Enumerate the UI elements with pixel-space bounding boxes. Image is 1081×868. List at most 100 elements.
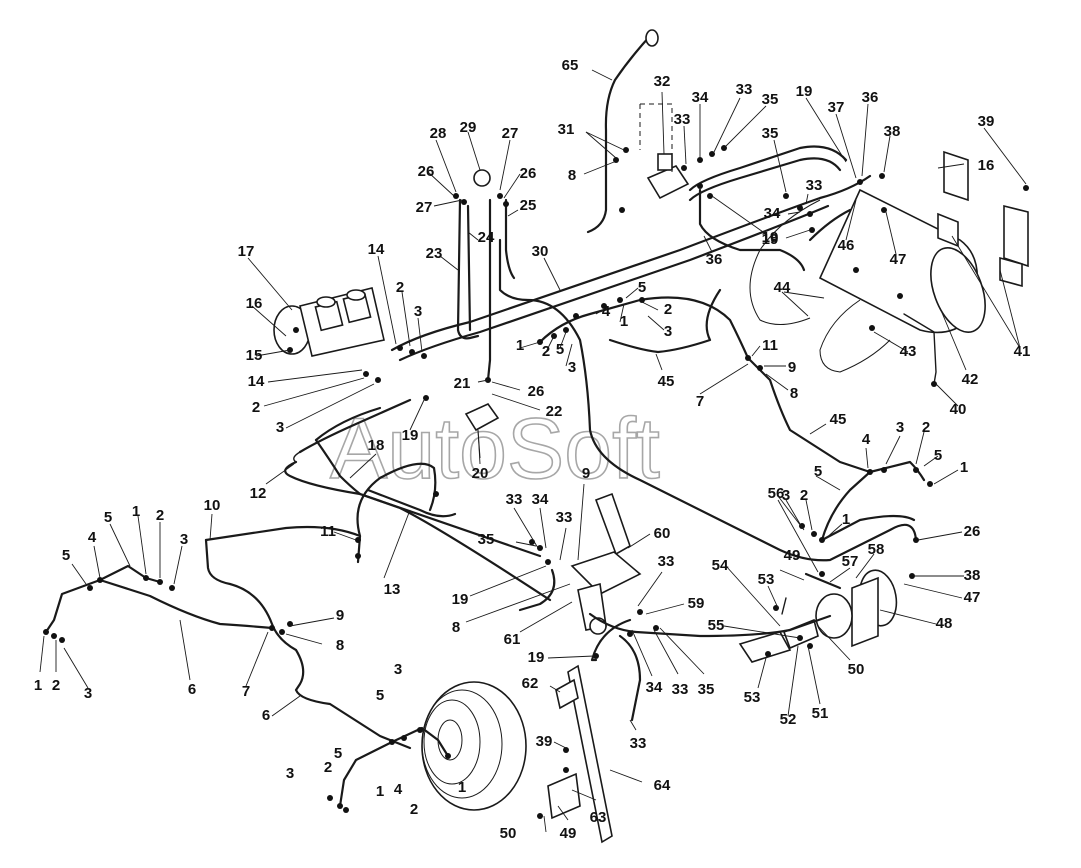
callout-19: 19	[402, 427, 419, 444]
brake-lines	[44, 145, 937, 808]
callout-36: 36	[706, 251, 723, 268]
callout-4: 4	[602, 303, 611, 320]
callout-6: 6	[262, 707, 270, 724]
callout-39: 39	[978, 113, 995, 130]
callout-23: 23	[426, 245, 443, 262]
callout-33: 33	[736, 81, 753, 98]
callout-14: 14	[248, 373, 265, 390]
callout-55: 55	[708, 617, 725, 634]
callout-2: 2	[52, 677, 60, 694]
callout-5: 5	[934, 447, 942, 464]
callout-47: 47	[890, 251, 907, 268]
callout-2: 2	[396, 279, 404, 296]
callout-3: 3	[286, 765, 294, 782]
callout-8: 8	[336, 637, 344, 654]
callout-49: 49	[560, 825, 577, 842]
callout-4: 4	[88, 529, 97, 546]
callout-43: 43	[900, 343, 917, 360]
callout-38: 38	[884, 123, 901, 140]
callout-53: 53	[744, 689, 761, 706]
leader-lines	[39, 69, 1027, 833]
compressor-32	[639, 103, 690, 200]
callout-5: 5	[62, 547, 70, 564]
callout-21: 21	[454, 375, 471, 392]
callout-5: 5	[556, 341, 564, 358]
callout-62: 62	[522, 675, 539, 692]
callout-2: 2	[542, 343, 550, 360]
callout-25: 25	[520, 197, 537, 214]
parking-lever	[547, 664, 613, 844]
callout-50: 50	[500, 825, 517, 842]
callout-34: 34	[646, 679, 663, 696]
callout-16: 16	[978, 157, 995, 174]
callout-33: 33	[658, 553, 675, 570]
callout-2: 2	[922, 419, 930, 436]
callout-12: 12	[250, 485, 267, 502]
callout-51: 51	[812, 705, 829, 722]
callout-26: 26	[964, 523, 981, 540]
callout-34: 34	[692, 89, 709, 106]
callout-38: 38	[964, 567, 981, 584]
callout-27: 27	[416, 199, 433, 216]
callout-3: 3	[568, 359, 576, 376]
callout-2: 2	[410, 801, 418, 818]
callout-19: 19	[762, 229, 779, 246]
callouts: 1 2 3 5 4 5 1 2 3 6 10 7 6 9 8 11 12 13 …	[34, 57, 1031, 842]
callout-63: 63	[590, 809, 607, 826]
callout-10: 10	[204, 497, 221, 514]
callout-1: 1	[960, 459, 968, 476]
callout-9: 9	[582, 465, 590, 482]
callout-35: 35	[478, 531, 495, 548]
callout-58: 58	[868, 541, 885, 558]
callout-34: 34	[764, 205, 781, 222]
callout-6: 6	[188, 681, 196, 698]
callout-33: 33	[672, 681, 689, 698]
callout-3: 3	[180, 531, 188, 548]
callout-16: 16	[246, 295, 263, 312]
handle-65	[586, 29, 659, 234]
callout-2: 2	[324, 759, 332, 776]
callout-42: 42	[962, 371, 979, 388]
callout-5: 5	[638, 279, 646, 296]
callout-59: 59	[688, 595, 705, 612]
callout-8: 8	[452, 619, 460, 636]
callout-26: 26	[528, 383, 545, 400]
components	[273, 29, 1029, 844]
callout-9: 9	[788, 359, 796, 376]
valve-52	[738, 618, 819, 663]
callout-45: 45	[658, 373, 675, 390]
callout-29: 29	[460, 119, 477, 136]
callout-34: 34	[532, 491, 549, 508]
callout-9: 9	[336, 607, 344, 624]
callout-35: 35	[762, 125, 779, 142]
callout-15: 15	[246, 347, 263, 364]
callout-3: 3	[394, 661, 402, 678]
callout-32: 32	[654, 73, 671, 90]
callout-54: 54	[712, 557, 729, 574]
fittings	[43, 145, 1029, 819]
callout-53: 53	[758, 571, 775, 588]
callout-1: 1	[842, 511, 850, 528]
callout-1: 1	[516, 337, 524, 354]
callout-2: 2	[664, 301, 672, 318]
callout-5: 5	[104, 509, 112, 526]
callout-2: 2	[800, 487, 808, 504]
callout-1: 1	[458, 779, 466, 796]
callout-24: 24	[478, 229, 495, 246]
callout-19: 19	[452, 591, 469, 608]
callout-64: 64	[654, 777, 671, 794]
callout-1: 1	[132, 503, 140, 520]
callout-3: 3	[414, 303, 422, 320]
wheel	[421, 681, 527, 811]
callout-60: 60	[654, 525, 671, 542]
callout-5: 5	[376, 687, 384, 704]
callout-46: 46	[838, 237, 855, 254]
callout-11: 11	[762, 337, 778, 354]
callout-33: 33	[506, 491, 523, 508]
callout-26: 26	[418, 163, 435, 180]
callout-4: 4	[394, 781, 403, 798]
callout-37: 37	[828, 99, 845, 116]
callout-33: 33	[630, 735, 647, 752]
callout-1: 1	[34, 677, 42, 694]
callout-35: 35	[762, 91, 779, 108]
